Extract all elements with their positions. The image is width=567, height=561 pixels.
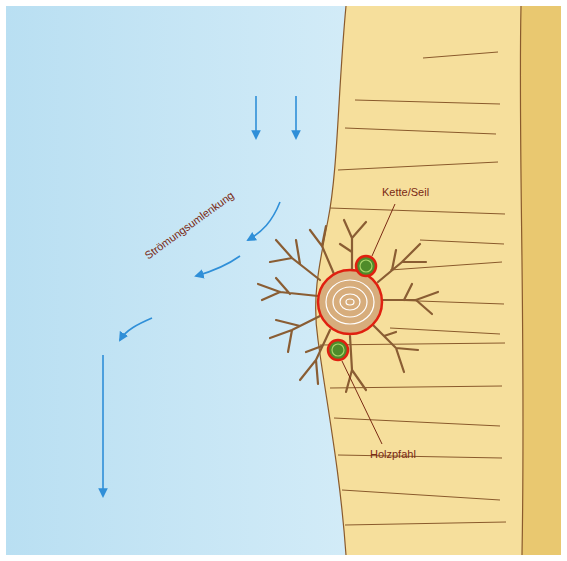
roots [258,220,438,392]
leader-lines [342,204,395,444]
strip-line [520,6,523,555]
water [6,6,561,555]
wooden-posts [328,256,376,360]
bank-strip [520,6,561,555]
part-label: Kette/Seil [382,186,429,199]
tree-trunk [318,270,382,334]
tree-rings [326,280,374,324]
flow-arrows [103,96,296,496]
bank [316,6,561,555]
part-label: Holzpfahl [370,448,416,461]
